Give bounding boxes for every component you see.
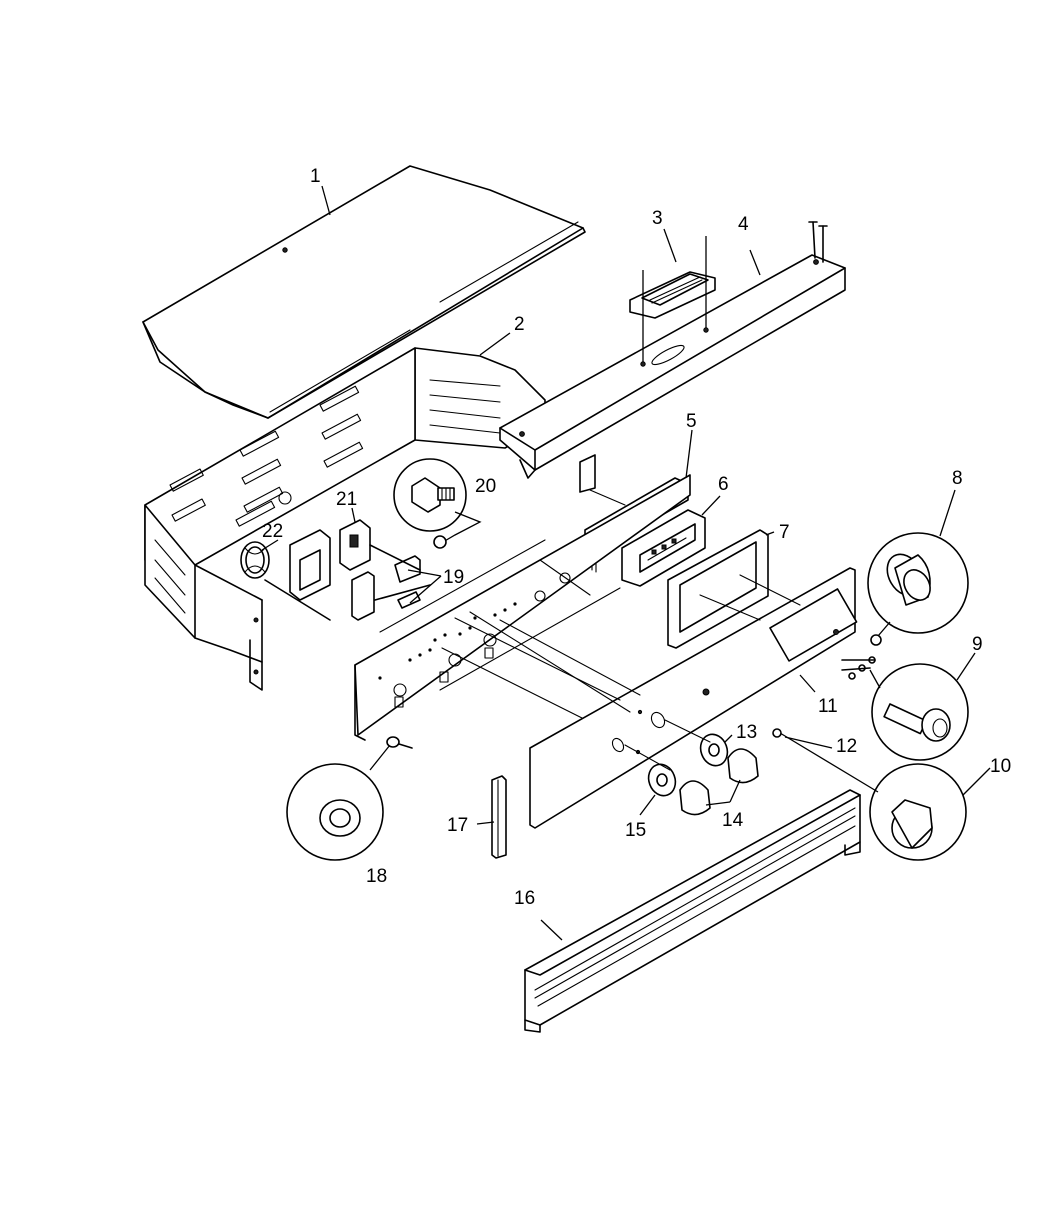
- callout-1: 1: [310, 166, 321, 187]
- inset-8: [867, 532, 969, 646]
- callout-3: 3: [652, 208, 663, 229]
- screw-pair: [808, 221, 828, 263]
- callout-12: 12: [836, 736, 857, 757]
- callout-14: 14: [722, 810, 744, 831]
- inset-18: [286, 736, 413, 861]
- inset-9: [841, 656, 969, 761]
- display-board: [621, 509, 706, 587]
- inset-20: [393, 458, 482, 549]
- callout-5: 5: [686, 411, 697, 432]
- callout-4: 4: [738, 214, 749, 235]
- callout-11: 11: [818, 696, 838, 717]
- callout-7: 7: [779, 522, 790, 543]
- trim-strip: [524, 789, 861, 1033]
- control-panel-plate: [354, 474, 691, 741]
- callout-labels: 1 2 3 4 5 6 7 8 9 10 11 12 13 14 15 16 1…: [262, 166, 1011, 909]
- inset-10: [772, 728, 967, 861]
- display-frame: [667, 529, 769, 649]
- callout-17: 17: [447, 815, 468, 836]
- callout-22: 22: [262, 521, 283, 542]
- knob-set: [624, 719, 759, 816]
- leader-lines: [261, 185, 991, 941]
- projection-lines: [441, 489, 801, 719]
- callout-19: 19: [443, 567, 464, 588]
- switch-assembly: [240, 519, 431, 621]
- top-channel-bracket: [499, 254, 846, 493]
- top-cover-plate: [142, 165, 586, 419]
- callout-20: 20: [475, 476, 496, 497]
- callout-15: 15: [625, 820, 646, 841]
- callout-9: 9: [972, 634, 983, 655]
- callout-10: 10: [990, 756, 1011, 777]
- side-strip: [491, 775, 507, 859]
- callout-18: 18: [366, 866, 387, 887]
- callout-21: 21: [336, 489, 357, 510]
- front-face-panel: [529, 567, 858, 829]
- callout-8: 8: [952, 468, 963, 489]
- handle-grille: [629, 236, 716, 367]
- callout-13: 13: [736, 722, 757, 743]
- callout-6: 6: [718, 474, 729, 495]
- callout-2: 2: [514, 314, 525, 335]
- callout-16: 16: [514, 888, 535, 909]
